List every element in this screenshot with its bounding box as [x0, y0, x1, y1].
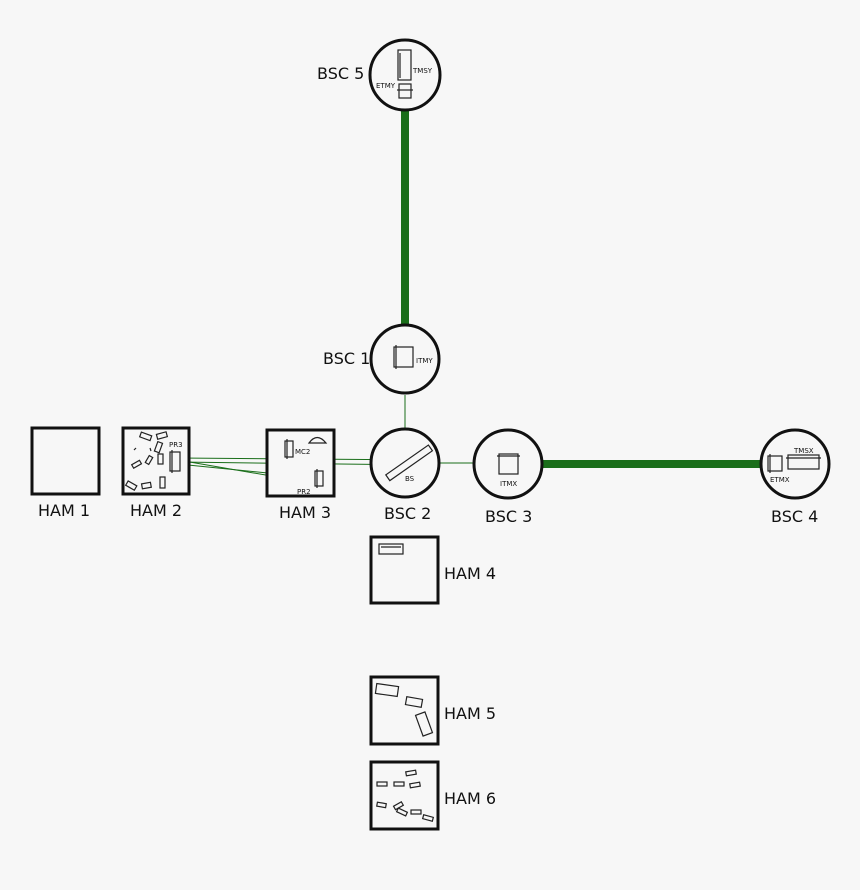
- etmx-optic: [767, 455, 783, 472]
- etmy-optic: [398, 83, 412, 99]
- ham4-optic: [378, 543, 404, 555]
- ham3-chamber: MC2 PR2 HAM 3: [265, 428, 336, 522]
- ham5-optic-3: [414, 711, 434, 737]
- bsc5-chamber: TMSY ETMY BSC 5: [317, 38, 442, 112]
- bs-label: BS: [405, 475, 415, 483]
- ham5-label: HAM 5: [444, 704, 496, 723]
- ham2-small-optics: [124, 431, 169, 492]
- itmy-label: ITMY: [416, 357, 433, 365]
- itmx-optic: [498, 453, 519, 475]
- pr2-optic: [314, 470, 324, 487]
- ham3-label: HAM 3: [279, 503, 331, 522]
- tmsy-label: TMSY: [412, 67, 433, 75]
- tmsy-optic: [397, 49, 412, 81]
- bsc3-label: BSC 3: [485, 507, 532, 526]
- ham6-chamber: HAM 6: [369, 760, 496, 831]
- ham1-chamber: HAM 1: [30, 426, 101, 520]
- tmsx-label: TMSX: [793, 447, 814, 455]
- mc2-holder-optic: [284, 440, 294, 458]
- bsc3-chamber: ITMX BSC 3: [472, 428, 544, 526]
- thin-beams: [177, 395, 500, 485]
- pr3-label: PR3: [169, 441, 183, 449]
- bsc1-chamber: ITMY BSC 1: [323, 323, 441, 395]
- bsc2-label: BSC 2: [384, 504, 431, 523]
- ham5-chamber: HAM 5: [369, 675, 496, 746]
- bsc4-chamber: TMSX ETMX BSC 4: [759, 428, 831, 526]
- ham2-label: HAM 2: [130, 501, 182, 520]
- bsc4-label: BSC 4: [771, 507, 818, 526]
- etmy-label: ETMY: [376, 82, 396, 90]
- bs-optic: [384, 444, 434, 482]
- tmsx-optic: [787, 454, 820, 470]
- ham5-optic-1: [374, 682, 400, 698]
- ham2-chamber: PR3 HAM 2: [121, 426, 191, 520]
- ham5-optic-2: [404, 695, 424, 709]
- bsc2-chamber: BS BSC 2: [369, 427, 441, 523]
- ham4-chamber: HAM 4: [369, 535, 496, 605]
- etmx-label: ETMX: [770, 476, 790, 484]
- ham4-label: HAM 4: [444, 564, 496, 583]
- bsc1-label: BSC 1: [323, 349, 370, 368]
- mc2-label: MC2: [295, 448, 310, 456]
- itmx-label: ITMX: [500, 480, 517, 488]
- pr2-label: PR2: [297, 488, 311, 496]
- ham1-label: HAM 1: [38, 501, 90, 520]
- ham6-label: HAM 6: [444, 789, 496, 808]
- mc2-optic: [307, 436, 328, 444]
- itmy-optic: [393, 346, 414, 368]
- ham6-small-optics: [376, 769, 435, 822]
- bsc5-label: BSC 5: [317, 64, 364, 83]
- pr3-optic: [169, 451, 181, 472]
